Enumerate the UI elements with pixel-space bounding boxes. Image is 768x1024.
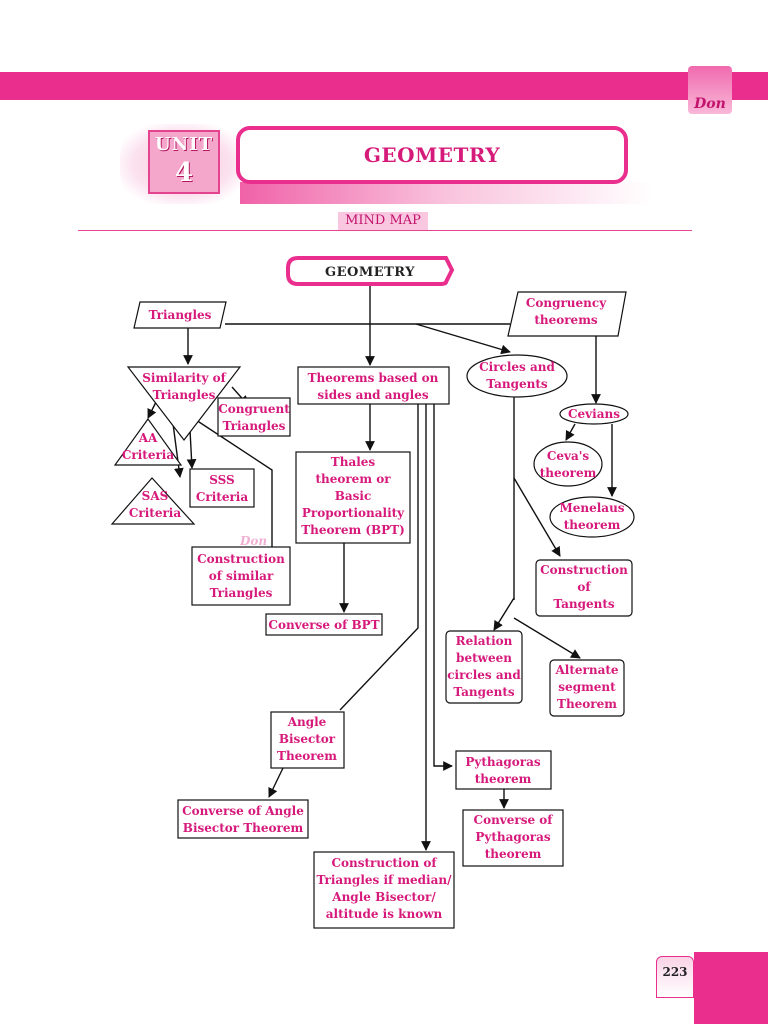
unit-number: 4: [174, 158, 194, 188]
title-strip: [240, 182, 652, 204]
unit-badge: UNIT 4: [148, 130, 220, 194]
node-label: Proportionality: [302, 506, 405, 520]
node-theorems-sides-angles: Theorems based on sides and angles: [297, 366, 450, 405]
node-label: Criteria: [129, 506, 181, 520]
node-label: Construction of: [331, 856, 437, 870]
node-alternate-segment-theorem: Alternate segment Theorem: [549, 659, 625, 717]
node-label: sides and angles: [317, 388, 428, 402]
node-menelaus-theorem: Menelaus theorem: [549, 496, 635, 538]
node-pythagoras-theorem: Pythagoras theorem: [455, 750, 552, 790]
node-label: Criteria: [196, 490, 248, 504]
node-label: GEOMETRY: [325, 265, 415, 280]
node-label: Tangents: [553, 597, 615, 611]
node-label: Bisector: [279, 732, 336, 746]
chapter-title-box: GEOMETRY: [236, 126, 628, 184]
node-construction-similar-triangles: Construction of similar Triangles: [191, 546, 291, 606]
watermark: Don: [239, 534, 267, 548]
node-similarity-of-triangles: Similarity of Triangles: [126, 366, 242, 441]
section-divider: [78, 230, 692, 231]
node-label: theorem or: [315, 472, 391, 486]
node-label: Triangles: [149, 308, 212, 322]
node-label: Congruency: [526, 296, 607, 310]
node-label: SSS: [209, 473, 234, 487]
node-label: Triangles: [153, 388, 216, 402]
node-label: between: [456, 651, 512, 665]
node-converse-pythagoras: Converse of Pythagoras theorem: [462, 809, 564, 867]
node-aa-criteria: AA Criteria: [113, 417, 183, 466]
node-sas-criteria: SAS Criteria: [110, 477, 196, 525]
node-label: Converse of Angle: [182, 804, 304, 818]
node-label: altitude is known: [326, 907, 443, 921]
node-angle-bisector-theorem: Angle Bisector Theorem: [270, 711, 345, 769]
node-label: circles and: [447, 668, 521, 682]
node-label: Theorems based on: [308, 371, 439, 385]
node-label: Theorem: [557, 697, 617, 711]
node-label: theorem: [485, 847, 542, 861]
node-label: Thales: [331, 455, 376, 469]
node-circles-tangents: Circles and Tangents: [466, 354, 568, 398]
node-triangles: Triangles: [133, 301, 227, 329]
node-construction-triangles-median: Construction of Triangles if median/ Ang…: [313, 851, 455, 929]
node-label: theorems: [534, 313, 598, 327]
node-label: Congruent: [218, 402, 290, 416]
node-construction-tangents: Construction of Tangents: [535, 559, 633, 617]
node-label: Basic: [335, 489, 372, 503]
node-label: Tangents: [453, 685, 515, 699]
node-label: Circles and: [479, 360, 555, 374]
node-label: theorem: [564, 518, 621, 532]
node-label: Triangles if median/: [316, 873, 452, 887]
node-label: Pythagoras: [475, 830, 551, 844]
node-label: of: [577, 580, 591, 594]
node-relation-circles-tangents: Relation between circles and Tangents: [445, 630, 523, 704]
node-label: AA: [138, 431, 158, 445]
node-thales-bpt: Thales theorem or Basic Proportionality …: [295, 451, 411, 544]
node-label: Bisector Theorem: [183, 821, 304, 835]
header-band: [0, 72, 768, 100]
node-label: Alternate: [554, 663, 618, 677]
node-label: Construction: [197, 552, 285, 566]
node-label: Triangles: [223, 419, 286, 433]
node-converse-bpt: Converse of BPT: [265, 613, 383, 636]
node-converse-angle-bisector: Converse of Angle Bisector Theorem: [177, 799, 309, 839]
node-label: Ceva's: [547, 449, 590, 463]
node-label: Triangles: [210, 586, 273, 600]
node-label: Theorem: [277, 749, 337, 763]
node-label: Theorem (BPT): [301, 523, 405, 537]
node-label: Converse of BPT: [268, 618, 379, 632]
brand-tab: Don: [688, 66, 732, 114]
node-label: Construction: [540, 563, 628, 577]
node-congruency-theorems: Congruency theorems: [507, 291, 627, 337]
chapter-title: GEOMETRY: [363, 143, 501, 167]
section-label: MIND MAP: [338, 212, 428, 230]
node-label: theorem: [475, 772, 532, 786]
node-label: Menelaus: [559, 501, 624, 515]
node-geometry-root: GEOMETRY: [286, 256, 455, 286]
page-number-tab: 223: [656, 956, 694, 998]
node-label: Tangents: [486, 377, 548, 391]
node-label: Angle Bisector/: [331, 890, 436, 904]
node-label: theorem: [540, 466, 597, 480]
node-label: segment: [558, 680, 616, 694]
node-label: Angle: [287, 715, 327, 729]
node-label: Converse of: [474, 813, 554, 827]
node-label: of similar: [209, 569, 274, 583]
page-corner-band: [694, 952, 768, 1024]
node-sss-criteria: SSS Criteria: [189, 468, 255, 508]
brand-label: Don: [694, 96, 726, 112]
node-label: SAS: [142, 489, 169, 503]
node-label: Cevians: [568, 407, 620, 421]
node-cevians: Cevians: [559, 403, 629, 425]
node-label: Relation: [456, 634, 513, 648]
page-number: 223: [662, 965, 688, 979]
node-cevas-theorem: Ceva's theorem: [533, 441, 603, 487]
node-label: Similarity of: [142, 371, 226, 385]
node-label: Pythagoras: [465, 755, 541, 769]
node-congruent-triangles: Congruent Triangles: [217, 397, 291, 437]
unit-word: UNIT: [155, 134, 213, 155]
node-label: Criteria: [122, 448, 174, 462]
